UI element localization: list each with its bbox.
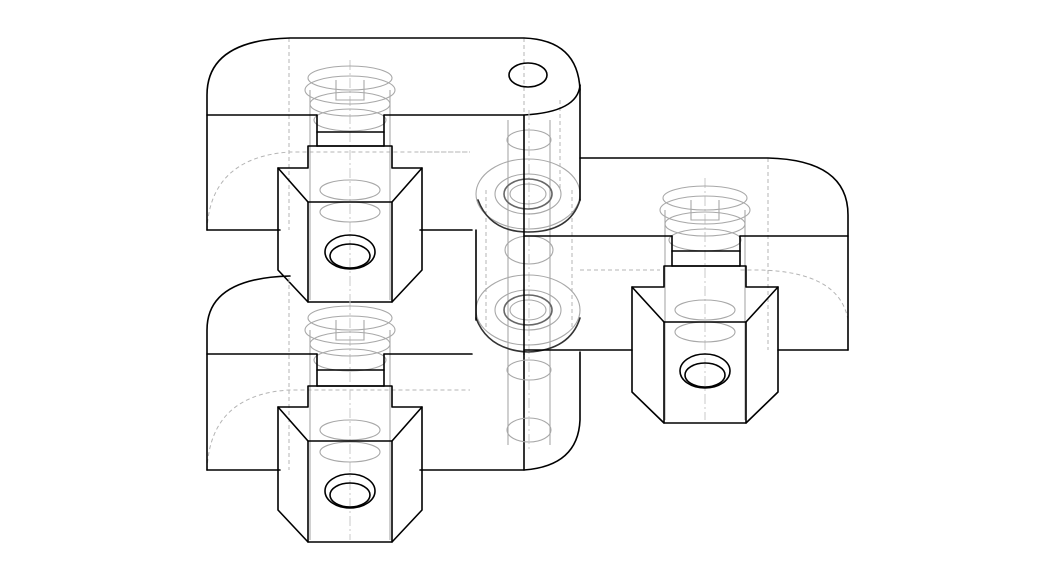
lower-left-nut-block	[277, 385, 423, 543]
hinge-knuckle-upper	[475, 158, 581, 233]
mounting-hole-upper	[508, 62, 548, 88]
lower-left-bracket-hidden-lines	[206, 278, 470, 540]
upper-left-bracket-hidden-lines	[206, 38, 561, 300]
nut-block-bore-upper-left	[324, 234, 376, 270]
nut-block-bore-right	[679, 353, 731, 389]
hinge-knuckle-lower	[475, 229, 581, 353]
lower-left-bracket-outline	[206, 275, 581, 471]
upper-left-nut-block	[277, 145, 423, 303]
lower-left-bracket	[206, 275, 581, 543]
upper-left-bracket	[206, 37, 581, 303]
nut-block-bore-lower-left	[324, 473, 376, 509]
hinge-hidden-lines	[485, 110, 573, 450]
right-bracket-hidden-lines	[580, 158, 849, 420]
right-bracket-outline	[523, 84, 849, 355]
right-bracket	[523, 84, 849, 424]
right-nut-block	[631, 265, 779, 424]
hinge-knuckle-stack	[475, 110, 581, 450]
